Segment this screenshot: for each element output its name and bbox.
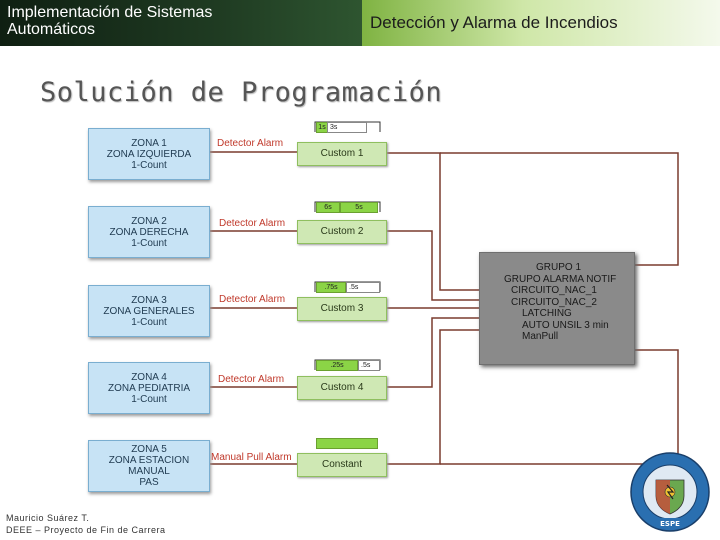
zone-3-name: ZONA GENERALES <box>103 305 195 317</box>
seal-bottom-text: ESPE <box>660 520 680 528</box>
group-circuit-2: CIRCUITO_NAC_2 <box>511 296 597 308</box>
zone-1-title: ZONA 1 <box>131 137 167 149</box>
wire-custom-2 <box>385 230 479 301</box>
zone-4-count: 1-Count <box>131 393 167 405</box>
group-name: GRUPO ALARMA NOTIF <box>504 273 617 285</box>
zone-5-type: PAS <box>139 477 159 488</box>
group-auto-unsil: AUTO UNSIL 3 min <box>522 319 609 331</box>
wire-custom-5 <box>385 329 479 465</box>
department-seal-logo: ESPE <box>630 452 710 532</box>
signal-2-off: 5s <box>340 202 378 213</box>
zone-2-box: ZONA 2 ZONA DERECHA 1-Count <box>88 206 210 258</box>
custom-4-box: Custom 4 <box>297 376 387 400</box>
wire-custom-4 <box>385 317 479 388</box>
header-left-title-line1: Implementación de Sistemas <box>7 4 213 21</box>
zone-5-name: ZONA ESTACION MANUAL <box>108 455 190 477</box>
signal-3-off: .5s <box>346 282 380 293</box>
zone-1-count: 1-Count <box>131 159 167 171</box>
header-left-title: Implementación de Sistemas Automáticos <box>7 4 212 38</box>
group-title: GRUPO 1 <box>536 262 582 273</box>
zone-2-link-label: Detector Alarm <box>219 218 286 229</box>
group-latching: LATCHING <box>522 308 572 319</box>
zone-5-box: ZONA 5 ZONA ESTACION MANUAL PAS <box>88 440 210 492</box>
zone-2-count: 1-Count <box>131 237 167 249</box>
zone-4-box: ZONA 4 ZONA PEDIATRIA 1-Count <box>88 362 210 414</box>
custom-5-box: Constant <box>297 453 387 477</box>
wire-custom-1 <box>385 152 479 291</box>
zone-5-link-label: Manual Pull Alarm <box>211 452 292 463</box>
wire-group-bottom <box>440 349 679 465</box>
custom-3-box: Custom 3 <box>297 297 387 321</box>
signal-5-constant <box>316 438 378 449</box>
group-circuit-1: CIRCUITO_NAC_1 <box>511 285 597 296</box>
group-1-box: GRUPO 1 GRUPO ALARMA NOTIF CIRCUITO_NAC_… <box>479 252 635 365</box>
signal-2-on: 6s <box>316 202 340 213</box>
custom-2-box: Custom 2 <box>297 220 387 244</box>
zone-1-link-label: Detector Alarm <box>217 138 284 149</box>
signal-3-on: .75s <box>316 282 346 293</box>
wire-group-top <box>440 152 679 266</box>
zone-4-name: ZONA PEDIATRIA <box>107 382 191 394</box>
header-right: Detección y Alarma de Incendios <box>362 0 720 46</box>
zone-3-title: ZONA 3 <box>131 294 167 306</box>
zone-2-title: ZONA 2 <box>131 215 167 227</box>
zone-4-title: ZONA 4 <box>131 371 167 383</box>
zone-1-name: ZONA IZQUIERDA <box>106 148 192 160</box>
zone-5-title: ZONA 5 <box>131 444 167 455</box>
signal-4-off: .5s <box>358 360 380 371</box>
footer-author: Mauricio Suárez T. <box>6 513 90 523</box>
zone-2-name: ZONA DERECHA <box>109 226 189 238</box>
zone-4-link-label: Detector Alarm <box>218 374 285 385</box>
header-right-title: Detección y Alarma de Incendios <box>370 13 618 32</box>
zone-3-box: ZONA 3 ZONA GENERALES 1-Count <box>88 285 210 337</box>
header-left-title-line2: Automáticos <box>7 21 96 38</box>
slide-title: Solución de Programación <box>40 77 443 108</box>
zone-3-link-label: Detector Alarm <box>219 294 286 305</box>
custom-1-box: Custom 1 <box>297 142 387 166</box>
group-manpull: ManPull <box>522 331 559 342</box>
footer: Mauricio Suárez T. DEEE – Proyecto de Fi… <box>6 512 166 536</box>
signal-1-off: 3s <box>327 122 367 133</box>
header-left: Implementación de Sistemas Automáticos <box>0 0 362 46</box>
signal-4-on: .25s <box>316 360 358 371</box>
footer-department: DEEE – Proyecto de Fin de Carrera <box>6 525 166 535</box>
zone-3-count: 1-Count <box>131 316 167 328</box>
zone-1-box: ZONA 1 ZONA IZQUIERDA 1-Count <box>88 128 210 180</box>
